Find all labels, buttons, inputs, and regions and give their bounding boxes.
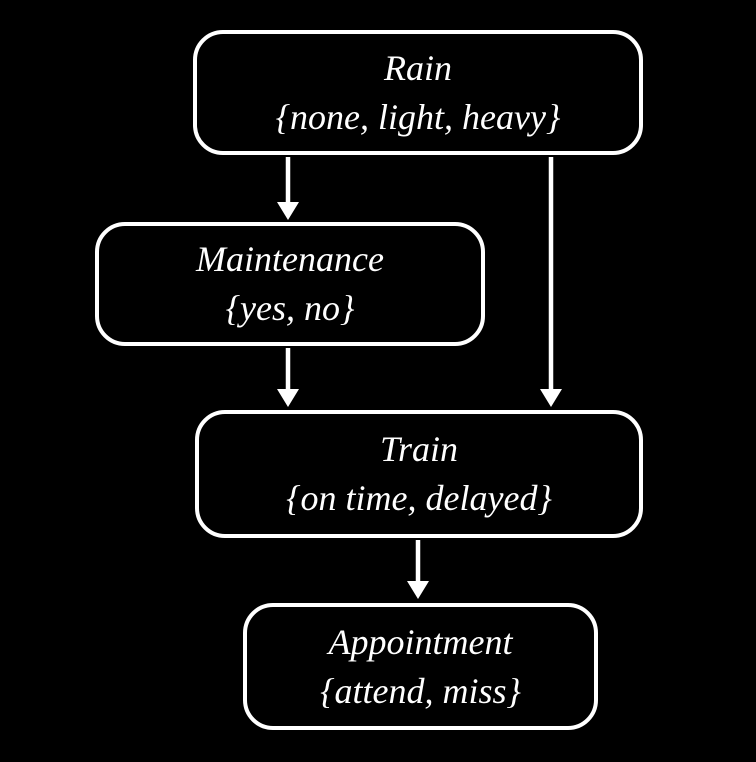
node-rain: Rain {none, light, heavy} <box>193 30 643 155</box>
node-maintenance-label: Maintenance <box>196 239 384 279</box>
node-rain-domain: {none, light, heavy} <box>275 96 561 137</box>
node-maintenance-domain: {yes, no} <box>225 288 355 328</box>
node-rain-label: Rain <box>384 47 452 88</box>
node-train-label: Train <box>379 429 459 469</box>
edge-maintenance-to-train <box>277 348 299 407</box>
node-appointment-domain: {attend, miss} <box>320 670 521 711</box>
node-train: Train {on time, delayed} <box>195 410 643 538</box>
edge-rain-to-maintenance <box>277 157 299 220</box>
node-train-domain: {on time, delayed} <box>286 478 552 518</box>
node-maintenance: Maintenance {yes, no} <box>95 222 485 346</box>
edge-train-to-appointment <box>407 540 429 599</box>
node-appointment: Appointment {attend, miss} <box>243 603 598 730</box>
node-appointment-label: Appointment <box>328 621 513 662</box>
edge-rain-to-train <box>540 157 562 407</box>
